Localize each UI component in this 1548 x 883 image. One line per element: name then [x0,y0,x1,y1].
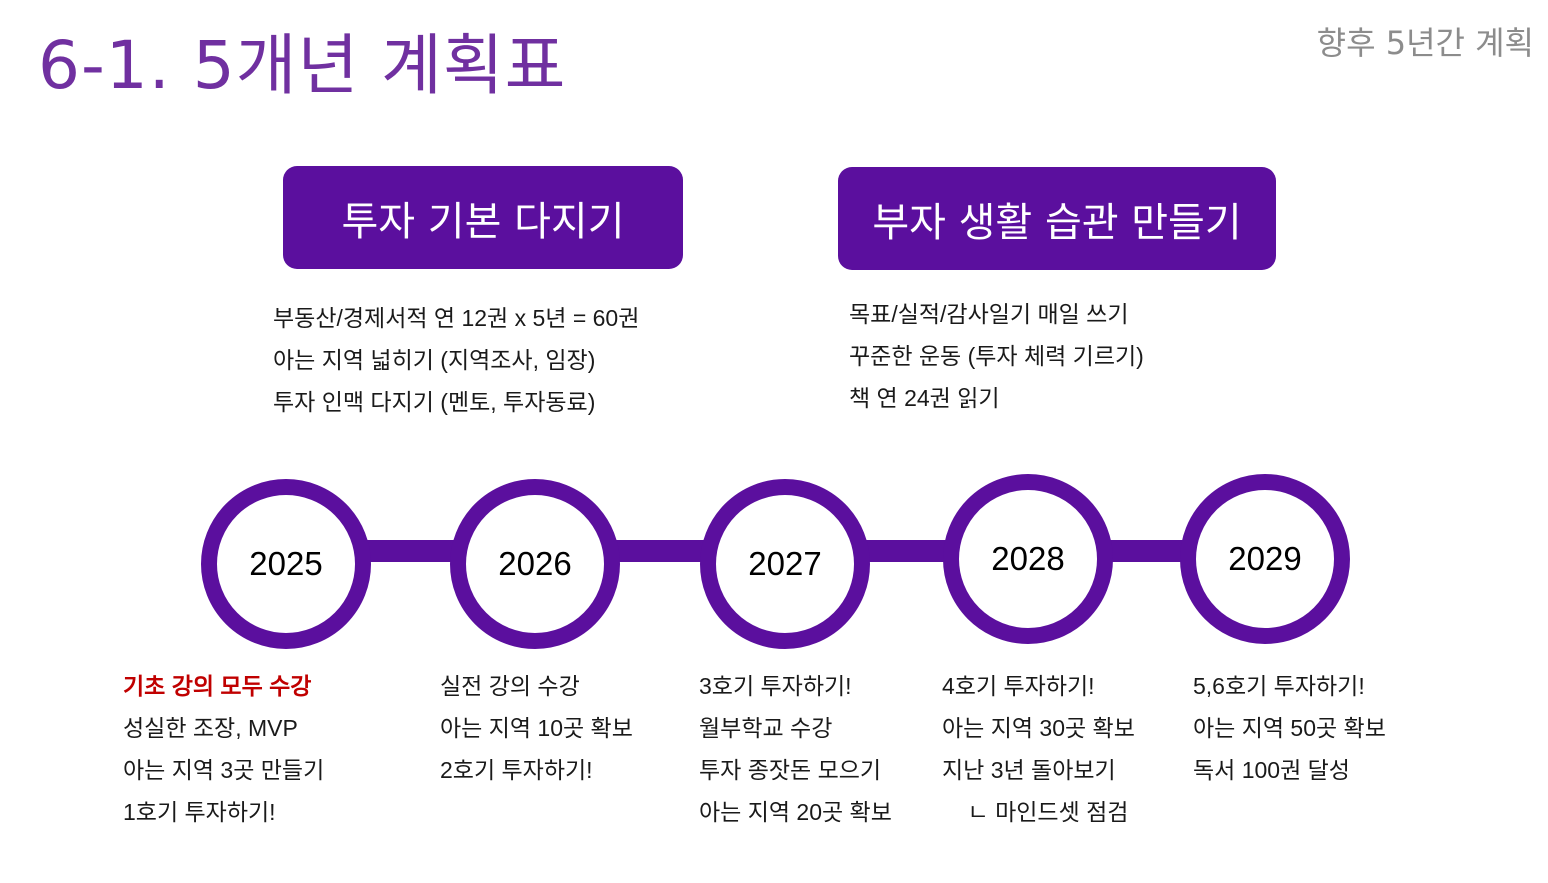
year-plan-item: 실전 강의 수강 [440,673,580,699]
year-plan-item: 아는 지역 10곳 확보 [440,715,633,741]
year-plan-item-highlight: 기초 강의 모두 수강 [123,673,312,699]
year-plan-item: 아는 지역 30곳 확보 [942,715,1135,741]
year-plan-list-2029: 5,6호기 투자하기! 아는 지역 50곳 확보 독서 100권 달성 [1193,665,1386,791]
year-plan-list-2025: 기초 강의 모두 수강 성실한 조장, MVP 아는 지역 3곳 만들기 1호기… [123,665,324,833]
year-circle-2029: 2029 [1180,474,1350,644]
goal-list-wealthy-habits: 목표/실적/감사일기 매일 쓰기 꾸준한 운동 (투자 체력 기르기) 책 연 … [849,293,1144,419]
year-plan-list-2027: 3호기 투자하기! 월부학교 수강 투자 종잣돈 모으기 아는 지역 20곳 확… [699,665,892,833]
year-plan-list-2026: 실전 강의 수강 아는 지역 10곳 확보 2호기 투자하기! [440,665,633,791]
year-plan-item: 아는 지역 50곳 확보 [1193,715,1386,741]
year-plan-item: 2호기 투자하기! [440,757,593,783]
year-plan-item: 아는 지역 20곳 확보 [699,799,892,825]
year-plan-item: 5,6호기 투자하기! [1193,673,1365,699]
goal-list-investment-basics: 부동산/경제서적 연 12권 x 5년 = 60권 아는 지역 넓히기 (지역조… [273,297,639,423]
goal-item: 부동산/경제서적 연 12권 x 5년 = 60권 [273,305,640,331]
goal-item: 아는 지역 넓히기 (지역조사, 임장) [273,347,596,373]
year-plan-item: 월부학교 수강 [699,715,833,741]
year-plan-list-2028: 4호기 투자하기! 아는 지역 30곳 확보 지난 3년 돌아보기 ㄴ 마인드셋… [942,665,1135,833]
goal-item: 목표/실적/감사일기 매일 쓰기 [849,301,1129,327]
year-plan-item: 아는 지역 3곳 만들기 [123,757,325,783]
year-plan-item: 투자 종잣돈 모으기 [699,757,882,783]
goal-box-investment-basics: 투자 기본 다지기 [283,166,683,269]
goal-item: 꾸준한 운동 (투자 체력 기르기) [849,343,1144,369]
year-circle-2027: 2027 [700,479,870,649]
year-plan-item: 지난 3년 돌아보기 [942,757,1116,783]
year-circle-2028: 2028 [943,474,1113,644]
year-plan-item: 4호기 투자하기! [942,673,1095,699]
year-plan-item: 1호기 투자하기! [123,799,276,825]
goal-item: 투자 인맥 다지기 (멘토, 투자동료) [273,389,596,415]
goal-box-wealthy-habits: 부자 생활 습관 만들기 [838,167,1276,270]
section-label: 향후 5년간 계획 [1316,24,1534,62]
year-plan-item: 성실한 조장, MVP [123,715,298,741]
goal-item: 책 연 24권 읽기 [849,385,1000,411]
year-circle-2026: 2026 [450,479,620,649]
year-plan-item: 3호기 투자하기! [699,673,852,699]
year-plan-item: ㄴ 마인드셋 점검 [942,799,1129,825]
year-circle-2025: 2025 [201,479,371,649]
year-plan-item: 독서 100권 달성 [1193,757,1350,783]
page-title: 6-1. 5개년 계획표 [38,27,567,104]
